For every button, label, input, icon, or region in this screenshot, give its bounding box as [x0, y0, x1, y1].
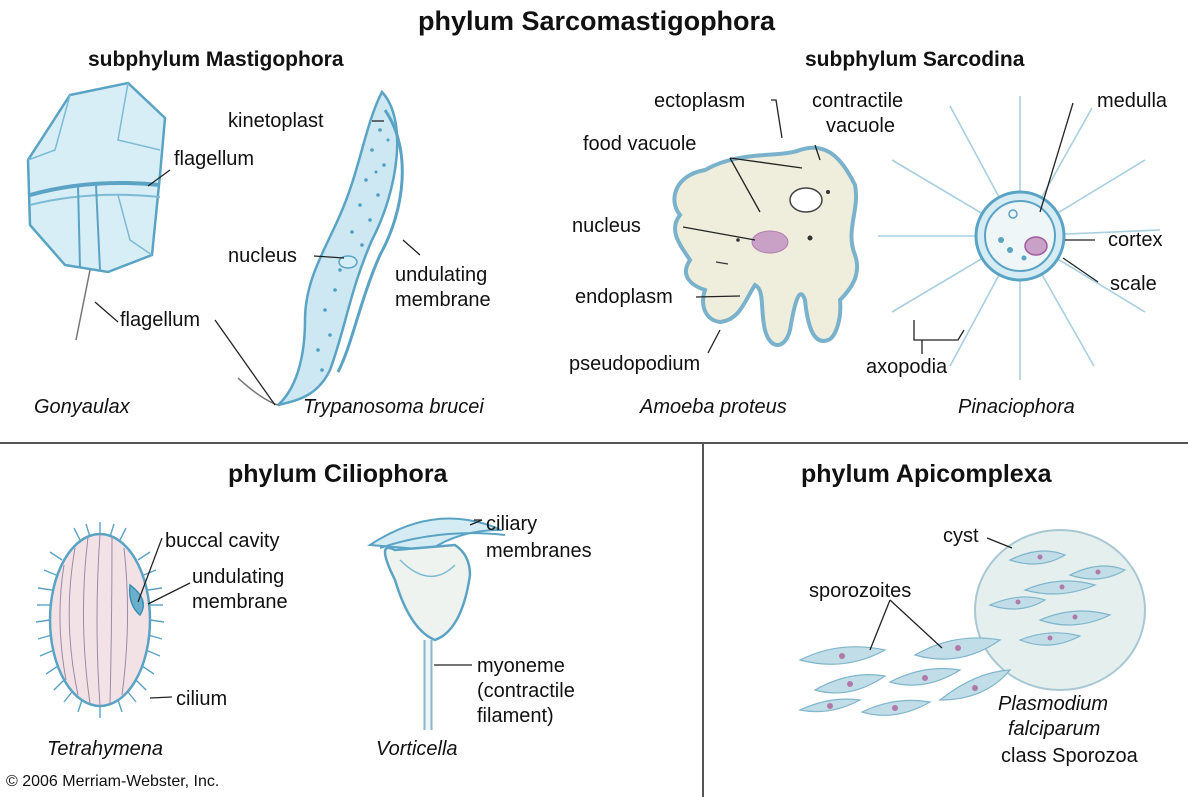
label-ectoplasm: ectoplasm: [654, 90, 745, 113]
label-filament: filament): [477, 705, 554, 728]
label-ciliary-2: membranes: [486, 540, 592, 563]
label-flagellum-upper: flagellum: [174, 148, 254, 171]
title-ciliophora: phylum Ciliophora: [228, 460, 447, 489]
species-amoeba: Amoeba proteus: [640, 396, 787, 419]
label-myoneme: myoneme: [477, 655, 565, 678]
label-undulating-1: undulating: [192, 566, 284, 589]
title-sarcomastigophora: phylum Sarcomastigophora: [418, 6, 775, 37]
species-tetrahymena: Tetrahymena: [47, 738, 163, 761]
label-undulating-membrane-2: membrane: [395, 289, 491, 312]
label-pseudopodium: pseudopodium: [569, 353, 700, 376]
plasmodium-illustration: [800, 530, 1145, 715]
label-contractile-paren: (contractile: [477, 680, 575, 703]
species-plasmodium-2: falciparum: [1008, 718, 1100, 741]
label-cilium: cilium: [176, 688, 227, 711]
label-axopodia: axopodia: [866, 356, 947, 379]
label-class-sporozoa: class Sporozoa: [1001, 745, 1138, 768]
label-cyst: cyst: [943, 525, 979, 548]
title-sarcodina: subphylum Sarcodina: [805, 48, 1024, 72]
label-nucleus-amoeba: nucleus: [572, 215, 641, 238]
label-medulla: medulla: [1097, 90, 1167, 113]
label-scale: scale: [1110, 273, 1157, 296]
copyright-notice: © 2006 Merriam-Webster, Inc.: [6, 773, 219, 791]
label-contractile-1: contractile: [812, 90, 903, 113]
label-contractile-2: vacuole: [826, 115, 895, 138]
label-ciliary-1: ciliary: [486, 513, 537, 536]
horizontal-divider: [0, 442, 1188, 444]
species-pinaciophora: Pinaciophora: [958, 396, 1075, 419]
label-undulating-membrane-1: undulating: [395, 264, 487, 287]
title-apicomplexa: phylum Apicomplexa: [801, 460, 1052, 489]
species-trypanosoma: Trypanosoma brucei: [303, 396, 484, 419]
label-undulating-2: membrane: [192, 591, 288, 614]
label-flagellum-lower: flagellum: [120, 309, 200, 332]
label-cortex: cortex: [1108, 229, 1162, 252]
label-buccal-cavity: buccal cavity: [165, 530, 280, 553]
species-plasmodium-1: Plasmodium: [998, 693, 1108, 716]
label-kinetoplast: kinetoplast: [228, 110, 324, 133]
species-vorticella: Vorticella: [376, 738, 458, 761]
gonyaulax-illustration: [28, 83, 170, 340]
label-food-vacuole: food vacuole: [583, 133, 696, 156]
species-gonyaulax: Gonyaulax: [34, 396, 130, 419]
vertical-divider: [702, 443, 704, 797]
label-endoplasm: endoplasm: [575, 286, 673, 309]
title-mastigophora: subphylum Mastigophora: [88, 48, 344, 72]
label-sporozoites: sporozoites: [809, 580, 911, 603]
label-nucleus-trypanosoma: nucleus: [228, 245, 297, 268]
